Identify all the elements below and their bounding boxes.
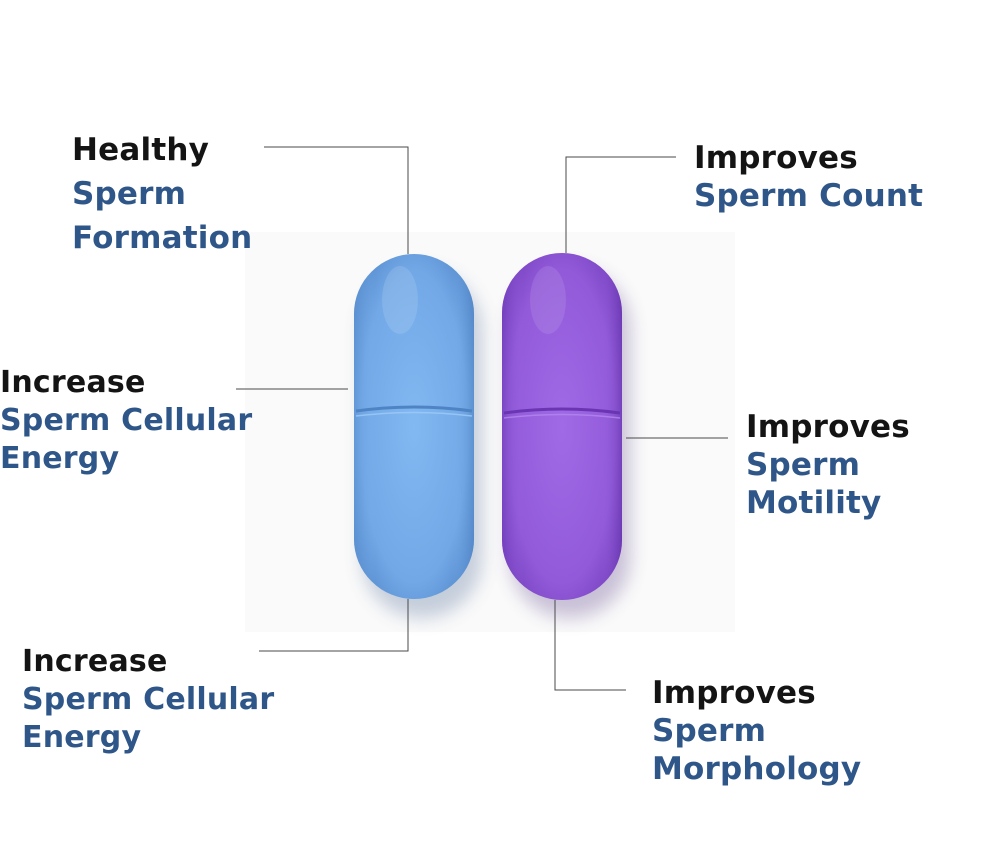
leader-energy-bottom (259, 599, 409, 652)
callout-sperm-count: Improves Sperm Count (694, 139, 923, 215)
callout-sperm-formation: Healthy Sperm Formation (72, 128, 252, 260)
callout-subheading: Energy (0, 441, 120, 476)
leader-morphology (554, 600, 626, 691)
callout-heading: Improves (694, 140, 858, 176)
callout-heading: Healthy (72, 132, 210, 168)
callout-sperm-motility: Improves Sperm Motility (746, 408, 910, 522)
callout-subheading: Sperm Cellular (22, 682, 275, 717)
purple-capsule-icon (502, 253, 622, 600)
callout-cellular-energy-left: Increase Sperm Cellular Energy (0, 364, 252, 478)
callout-heading: Increase (22, 644, 168, 679)
callout-subheading: Morphology (652, 751, 862, 787)
callout-sperm-morphology: Improves Sperm Morphology (652, 674, 861, 788)
callout-subheading: Energy (22, 720, 142, 755)
blue-capsule-icon (354, 254, 474, 599)
callout-heading: Improves (746, 409, 910, 445)
callout-subheading: Sperm (72, 176, 187, 212)
callout-subheading: Sperm (746, 447, 861, 483)
callout-subheading: Sperm Count (694, 178, 924, 214)
callout-heading: Improves (652, 675, 816, 711)
pill-backdrop (245, 232, 735, 632)
leader-lines (236, 146, 728, 691)
leader-count (565, 156, 676, 253)
callout-subheading: Motility (746, 485, 882, 521)
callout-heading: Increase (0, 365, 146, 400)
callout-subheading: Sperm Cellular (0, 403, 253, 438)
callout-subheading: Formation (72, 220, 253, 256)
callout-subheading: Sperm (652, 713, 767, 749)
leader-formation (264, 146, 409, 254)
callout-cellular-energy-bottom: Increase Sperm Cellular Energy (22, 643, 274, 757)
